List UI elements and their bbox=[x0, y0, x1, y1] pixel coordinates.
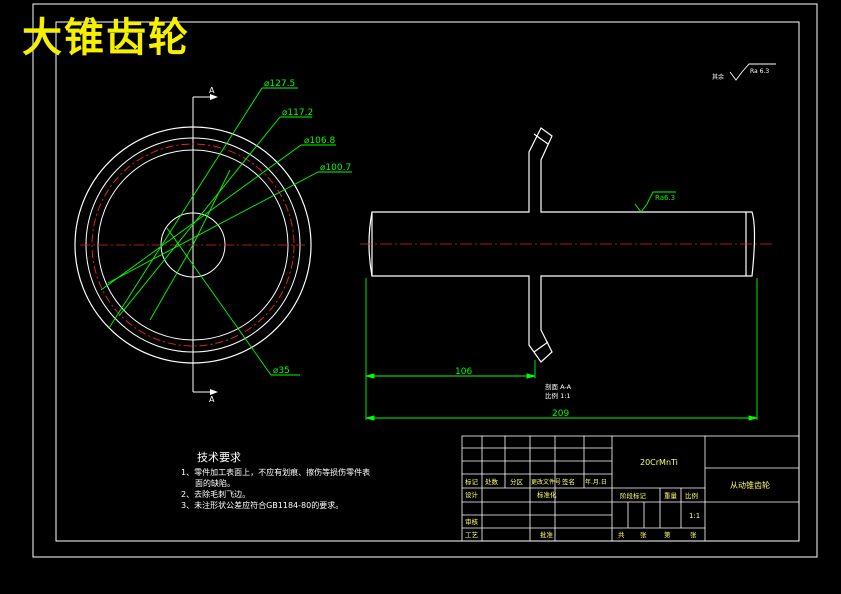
tb-part-name: 从动锥齿轮 bbox=[730, 480, 770, 490]
side-view bbox=[368, 127, 756, 363]
tb-stage-mark: 阶段标记 bbox=[620, 491, 647, 500]
tb-review: 审核 bbox=[465, 517, 479, 526]
tech-requirement-2: 2、去除毛刺飞边。 bbox=[181, 489, 250, 499]
pitch-circle bbox=[91, 143, 295, 347]
tb-sheet-unit2: 张 bbox=[690, 530, 697, 539]
tech-requirement-3: 3、未注形状公差应符合GB1184-80的要求。 bbox=[181, 500, 343, 510]
tb-header-sign: 签名 bbox=[562, 477, 575, 486]
dim-diameter-100: ⌀100.7 bbox=[320, 163, 351, 173]
dim-length-209: 209 bbox=[552, 409, 569, 419]
outer-border bbox=[32, 3, 818, 558]
tb-approve: 批准 bbox=[540, 530, 554, 539]
dim-diameter-106: ⌀106.8 bbox=[304, 136, 335, 146]
tech-requirements-heading: 技术要求 bbox=[197, 451, 241, 464]
roughness-symbol-shaft bbox=[634, 191, 676, 213]
outer-diameter-circle bbox=[74, 126, 312, 364]
roughness-value-shaft: Ra6.3 bbox=[655, 194, 675, 202]
roughness-note-prefix: 其余 bbox=[712, 73, 724, 81]
tb-sheet-total: 共 bbox=[618, 530, 625, 539]
section-label-line1: 剖面 A-A bbox=[545, 382, 572, 391]
tb-design: 设计 bbox=[465, 490, 479, 499]
front-view: A A ⌀127.5 ⌀117.2 ⌀106.8 ⌀100.7 ⌀3 bbox=[74, 79, 352, 404]
tb-process: 工艺 bbox=[465, 531, 479, 539]
tb-material: 20CrMnTi bbox=[640, 458, 678, 467]
tb-sheet-unit1: 张 bbox=[640, 530, 647, 539]
tb-ratio: 比例 bbox=[685, 491, 698, 500]
tb-header-zone: 分区 bbox=[510, 477, 524, 486]
dim-diameter-117: ⌀117.2 bbox=[282, 108, 313, 118]
tb-sheet-no: 第 bbox=[664, 530, 671, 539]
dim-length-106: 106 bbox=[455, 367, 472, 377]
section-mark-top: A bbox=[209, 86, 215, 95]
tech-requirement-1: 1、零件加工表面上，不应有划痕、擦伤等损伤零件表 bbox=[181, 467, 370, 477]
title-block bbox=[461, 435, 800, 542]
shaft-outline bbox=[368, 127, 756, 363]
dim-diameter-127: ⌀127.5 bbox=[264, 79, 295, 89]
tb-weight: 重量 bbox=[664, 492, 678, 500]
tb-header-count: 处数 bbox=[485, 477, 499, 486]
tb-header-change: 更改文件号 bbox=[531, 478, 561, 486]
tech-requirement-1b: 面的缺陷。 bbox=[195, 478, 235, 488]
overlay-title: 大锥齿轮 bbox=[22, 15, 190, 61]
roughness-note-symbol bbox=[729, 63, 776, 81]
tb-standardize: 标准化 bbox=[537, 490, 557, 499]
roughness-note-value: Ra 6.3 bbox=[750, 68, 769, 75]
section-label-line2: 比例 1:1 bbox=[545, 391, 571, 400]
section-mark-bottom: A bbox=[209, 395, 215, 404]
dim-diameter-35: ⌀35 bbox=[273, 366, 290, 376]
tb-header-mark: 标记 bbox=[465, 477, 479, 486]
inner-border bbox=[55, 21, 800, 542]
tb-header-date: 年.月.日 bbox=[585, 478, 607, 486]
tb-scale: 1:1 bbox=[689, 512, 700, 520]
